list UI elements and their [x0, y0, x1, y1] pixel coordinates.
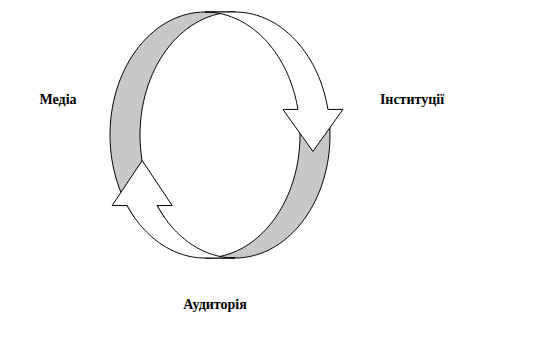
cycle-label: Інституції — [380, 92, 444, 109]
cycle-label: Аудиторія — [183, 297, 247, 314]
cycle-arrow — [112, 161, 235, 258]
cycle-arrow — [205, 12, 343, 151]
cycle-label: Медіа — [39, 92, 76, 109]
